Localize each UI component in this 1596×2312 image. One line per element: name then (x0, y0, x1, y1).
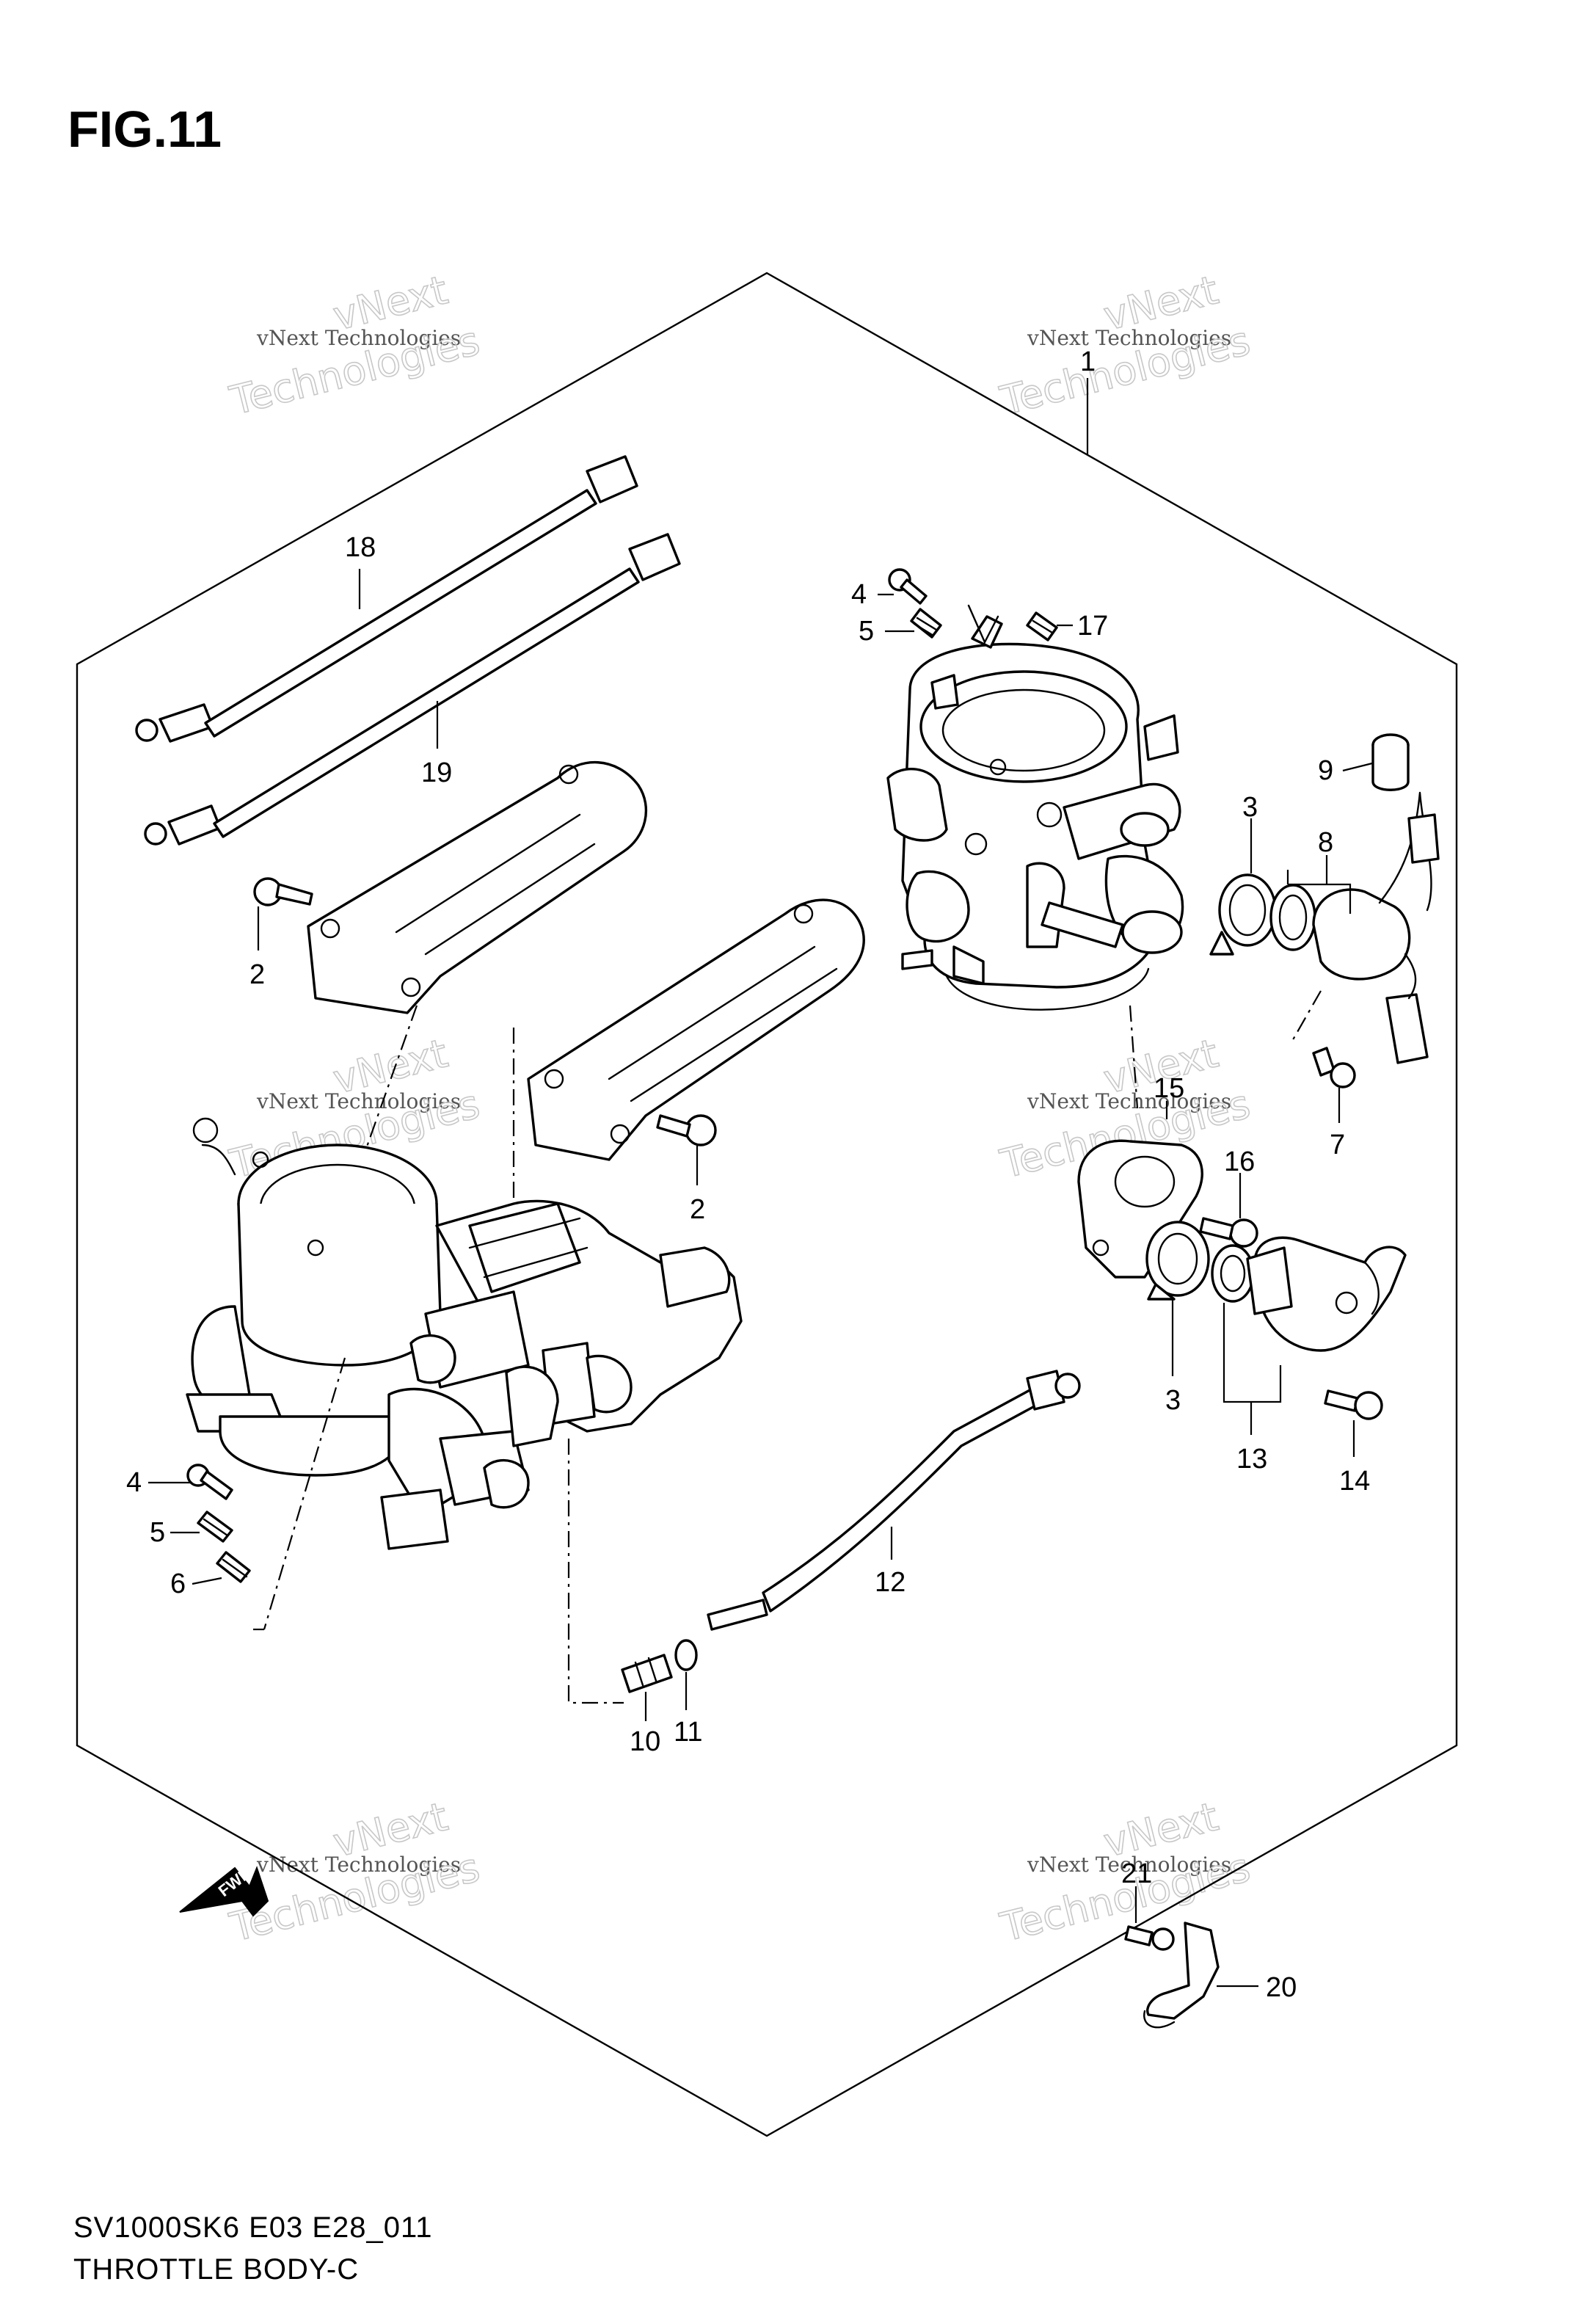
watermark-small-text: vNext Technologies (256, 1089, 461, 1113)
leader-13 (1222, 1303, 1282, 1403)
watermark-small-text: vNext Technologies (256, 326, 461, 350)
spring-17 (1026, 611, 1058, 641)
callout-c3b: 3 (1165, 1385, 1181, 1416)
screw-21 (1124, 1925, 1175, 1951)
dash-7 (1291, 990, 1322, 1043)
callout-c8: 8 (1318, 827, 1333, 858)
bracket-upper (307, 761, 648, 1014)
callout-c10: 10 (630, 1726, 660, 1757)
clamp-3-upper (1209, 873, 1277, 956)
dash-left-body (263, 1357, 346, 1630)
callout-c4b: 4 (126, 1467, 142, 1498)
sensor-13 (1246, 1236, 1407, 1352)
screw-7 (1312, 1047, 1356, 1088)
leader-6 (192, 1577, 222, 1585)
spring-5-upper (910, 608, 942, 639)
callout-c4a: 4 (851, 579, 867, 610)
hose-18 (135, 455, 638, 743)
link-17 (967, 604, 999, 644)
callout-c18: 18 (345, 532, 376, 563)
oring-8 (1269, 884, 1316, 951)
dash-15 (1129, 1005, 1139, 1109)
callout-c11: 11 (674, 1717, 702, 1748)
callout-c2b: 2 (690, 1194, 705, 1225)
sensor-8 (1312, 791, 1440, 1064)
bracket-20 (1143, 1922, 1220, 2029)
leader-9 (1342, 762, 1373, 772)
callout-c1: 1 (1080, 346, 1096, 377)
callout-c14: 14 (1339, 1466, 1370, 1497)
model-code: SV1000SK6 E03 E28_011 (73, 2211, 433, 2244)
screw-4-upper (888, 568, 928, 605)
watermark-small-text: vNext Technologies (256, 1853, 461, 1877)
assembly-frame (76, 272, 1458, 2137)
spring-5-lower (197, 1511, 233, 1543)
callout-c2a: 2 (249, 959, 265, 990)
callout-c3a: 3 (1242, 792, 1258, 823)
callout-c21: 21 (1121, 1858, 1152, 1889)
figure-title: FIG.11 (68, 101, 222, 158)
cap-9 (1371, 733, 1410, 791)
callout-c19: 19 (421, 757, 452, 788)
callout-c17: 17 (1077, 611, 1108, 641)
screw-2-upper (253, 877, 313, 906)
oring-13 (1211, 1244, 1255, 1303)
callout-c13: 13 (1236, 1444, 1267, 1475)
bracket-15 (1077, 1139, 1203, 1279)
screw-4-lower (186, 1464, 233, 1500)
screw-14 (1324, 1389, 1383, 1420)
callout-c20: 20 (1266, 1972, 1297, 2003)
callout-c7: 7 (1330, 1130, 1345, 1160)
callout-c5a: 5 (859, 616, 874, 647)
callout-labels: 1 2 2 3 3 4 4 5 5 6 7 8 9 10 11 12 13 14… (126, 346, 1370, 2003)
throttle-body-right (886, 615, 1184, 1011)
callout-c9: 9 (1318, 755, 1333, 786)
washer-11 (674, 1639, 698, 1671)
callout-c6: 6 (170, 1568, 186, 1599)
callout-c16: 16 (1224, 1146, 1255, 1177)
figure-caption: THROTTLE BODY-C (73, 2253, 359, 2286)
leader-8 (1286, 870, 1352, 914)
screw-2-lower (656, 1114, 717, 1146)
clamp-3-lower (1145, 1221, 1210, 1301)
dash-10-11 (567, 1439, 624, 1704)
callout-c12: 12 (875, 1567, 906, 1598)
hose-19 (144, 533, 681, 846)
watermark-small-text: vNext Technologies (1027, 1853, 1231, 1877)
callout-c15: 15 (1154, 1073, 1184, 1104)
watermark-small-text: vNext Technologies (1027, 1089, 1231, 1113)
fwd-arrow-icon: FWD (179, 1863, 269, 1917)
spring-6 (216, 1551, 251, 1583)
throttle-body-left (186, 1117, 743, 1550)
watermark-small-text: vNext Technologies (1027, 326, 1231, 350)
callout-c5b: 5 (150, 1517, 165, 1548)
spring-10 (621, 1654, 673, 1693)
screw-16 (1199, 1217, 1258, 1248)
cable-12 (707, 1370, 1081, 1631)
bracket-lower (527, 898, 865, 1161)
